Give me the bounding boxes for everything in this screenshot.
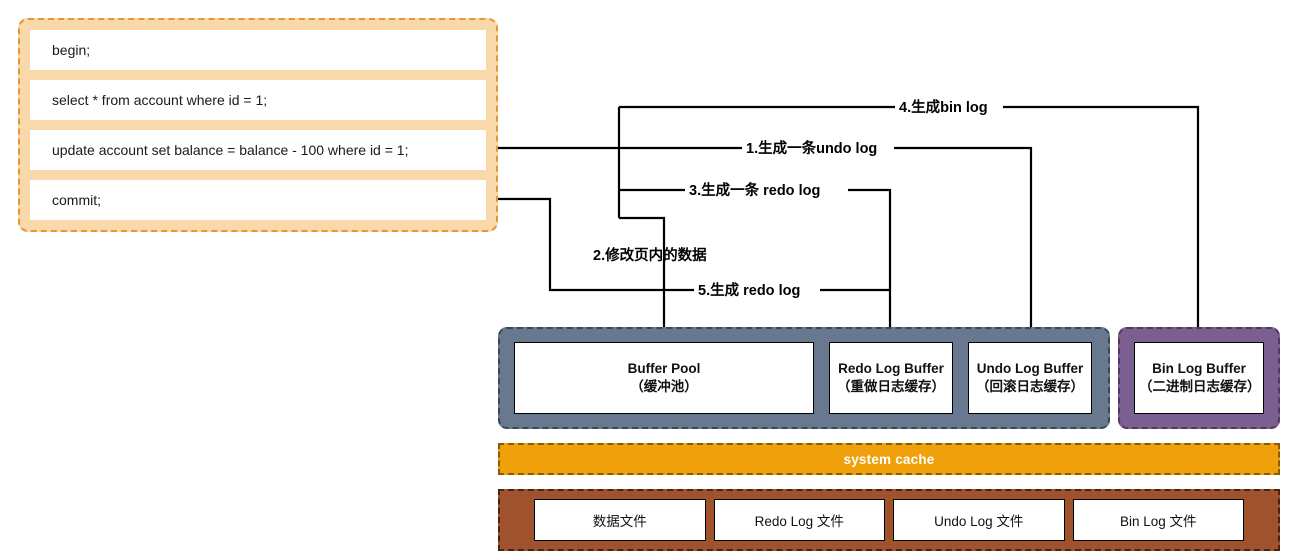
bin-log-buffer-title: Bin Log Buffer	[1152, 361, 1246, 377]
sql-statement-panel: begin; select * from account where id = …	[18, 18, 498, 232]
sql-statement-update: update account set balance = balance - 1…	[30, 130, 486, 170]
connector-5-commit-redolog	[498, 197, 890, 292]
connector-1-label-bg	[742, 139, 894, 158]
redo-log-buffer-subtitle: （重做日志缓存）	[837, 379, 945, 394]
undo-log-buffer-subtitle: （回滚日志缓存）	[976, 379, 1084, 394]
redo-log-buffer-box[interactable]: Redo Log Buffer （重做日志缓存）	[829, 342, 953, 414]
connector-5-label: 5.生成 redo log	[698, 281, 800, 299]
files-region: 数据文件 Redo Log 文件 Undo Log 文件 Bin Log 文件	[498, 489, 1280, 551]
connector-3-label-bg	[685, 181, 848, 200]
undo-log-buffer-title: Undo Log Buffer	[976, 361, 1084, 377]
sql-statement-begin: begin;	[30, 30, 486, 70]
bin-log-file-box[interactable]: Bin Log 文件	[1072, 499, 1244, 541]
sql-statement-select: select * from account where id = 1;	[30, 80, 486, 120]
buffer-pool-box[interactable]: Buffer Pool （缓冲池）	[514, 342, 814, 414]
connector-4-label-bg	[895, 98, 1003, 117]
connector-4-binlog	[619, 105, 1206, 347]
connector-1-undolog	[619, 146, 1039, 347]
connector-4-label: 4.生成bin log	[899, 98, 988, 116]
buffer-region: Buffer Pool （缓冲池） Redo Log Buffer （重做日志缓…	[498, 327, 1110, 429]
binlog-region: Bin Log Buffer （二进制日志缓存）	[1118, 327, 1280, 429]
bin-log-buffer-subtitle: （二进制日志缓存）	[1139, 379, 1261, 394]
redo-log-file-box[interactable]: Redo Log 文件	[713, 499, 885, 541]
data-file-box[interactable]: 数据文件	[534, 499, 706, 541]
system-cache-label: system cache	[843, 451, 935, 467]
connector-1-label: 1.生成一条undo log	[746, 139, 877, 157]
connector-3-redolog	[619, 188, 898, 347]
connector-2-label: 2.修改页内的数据	[593, 246, 707, 264]
system-cache-bar: system cache	[498, 443, 1280, 475]
connector-5-label-bg	[694, 281, 820, 300]
connector-3-label: 3.生成一条 redo log	[689, 181, 820, 199]
bin-log-buffer-box[interactable]: Bin Log Buffer （二进制日志缓存）	[1134, 342, 1264, 414]
sql-statement-commit: commit;	[30, 180, 486, 220]
connector-2-buffer-pool	[619, 216, 672, 347]
undo-log-buffer-box[interactable]: Undo Log Buffer （回滚日志缓存）	[968, 342, 1092, 414]
buffer-pool-subtitle: （缓冲池）	[630, 379, 698, 394]
undo-log-file-box[interactable]: Undo Log 文件	[893, 499, 1065, 541]
redo-log-buffer-title: Redo Log Buffer	[838, 361, 944, 377]
buffer-pool-title: Buffer Pool	[627, 361, 701, 377]
